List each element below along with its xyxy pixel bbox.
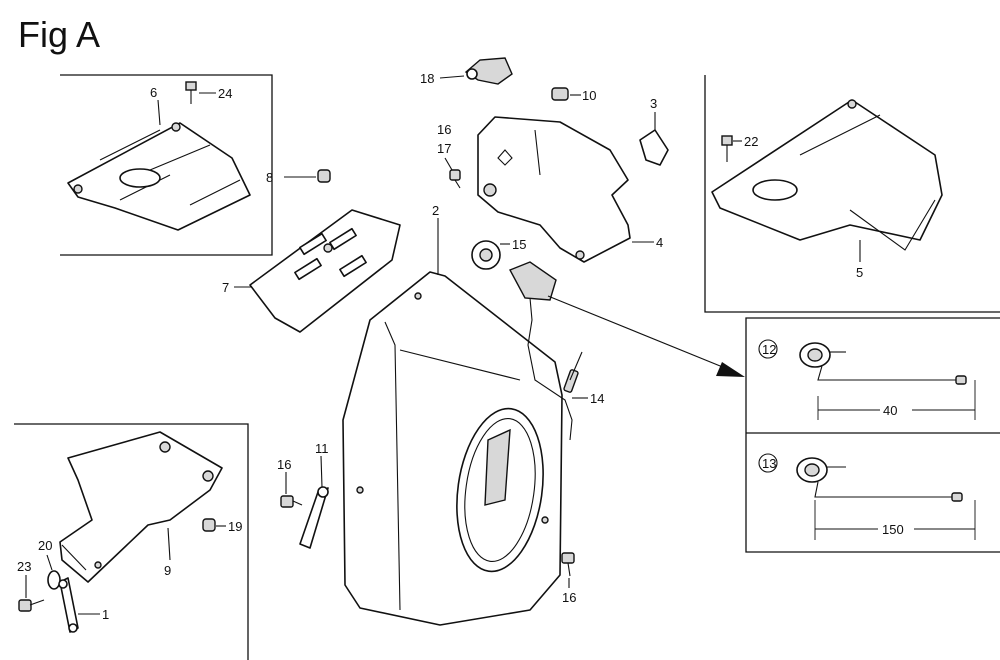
callout-10: 10 <box>582 88 596 103</box>
part-20-washer <box>47 570 61 590</box>
part-5-cover <box>711 99 943 251</box>
frame-top-right <box>704 75 1000 313</box>
part-16-bolt-left <box>280 495 303 508</box>
part-7-plate <box>249 209 401 333</box>
callout-4: 4 <box>656 235 663 250</box>
callout-3: 3 <box>650 96 657 111</box>
detail-box <box>745 317 1000 553</box>
part-3-clip <box>639 129 669 166</box>
callout-23: 23 <box>17 559 31 574</box>
part-6-cover <box>67 122 251 231</box>
callout-22: 22 <box>744 134 758 149</box>
part-9-bracket <box>59 431 223 583</box>
part-18-clip <box>464 57 513 85</box>
callout-11: 11 <box>315 441 329 456</box>
part-22-bolt <box>721 135 733 162</box>
callout-1: 1 <box>102 607 109 622</box>
callout-18-top: 18 <box>420 71 434 86</box>
stop-switch <box>509 261 583 441</box>
part-2-blower-housing <box>342 271 563 626</box>
part-4-shroud <box>477 116 631 263</box>
detail-arrow-line <box>547 295 731 371</box>
frame-bottom-left <box>14 423 249 660</box>
part-17-bolt <box>449 169 461 189</box>
detail-number-13: 13 <box>762 456 776 471</box>
callout-14: 14 <box>590 391 604 406</box>
part-24-bolt <box>185 81 197 104</box>
callout-17: 17 <box>437 141 451 156</box>
callout-15: 15 <box>512 237 526 252</box>
callout-20: 20 <box>38 538 52 553</box>
part-16-bolt-bottom <box>561 552 575 577</box>
callout-6: 6 <box>150 85 157 100</box>
detail-item-13: 13 150 <box>758 453 976 540</box>
frame-top-left <box>60 74 273 256</box>
part-11-rod <box>299 486 329 549</box>
callout-24: 24 <box>218 86 232 101</box>
part-1-link <box>58 577 79 633</box>
callout-19: 19 <box>228 519 242 534</box>
callout-7: 7 <box>222 280 229 295</box>
part-10-nut <box>551 87 569 101</box>
callout-16-top: 16 <box>437 122 451 137</box>
detail-number-12: 12 <box>762 342 776 357</box>
callout-16-bottom: 16 <box>562 590 576 605</box>
callout-8: 8 <box>266 170 273 185</box>
part-15-grommet <box>471 240 501 270</box>
part-19-nut <box>202 518 216 532</box>
part-8-nut <box>317 169 331 183</box>
figure-title: Fig A <box>18 14 101 55</box>
detail-item-12: 12 40 <box>758 339 976 420</box>
detail-arrow-head <box>716 362 745 377</box>
part-23-bolt <box>18 599 45 612</box>
callout-16-left: 16 <box>277 457 291 472</box>
detail-length-40: 40 <box>883 403 897 418</box>
callout-5: 5 <box>856 265 863 280</box>
callout-9: 9 <box>164 563 171 578</box>
detail-length-150: 150 <box>882 522 904 537</box>
callout-2: 2 <box>432 203 439 218</box>
